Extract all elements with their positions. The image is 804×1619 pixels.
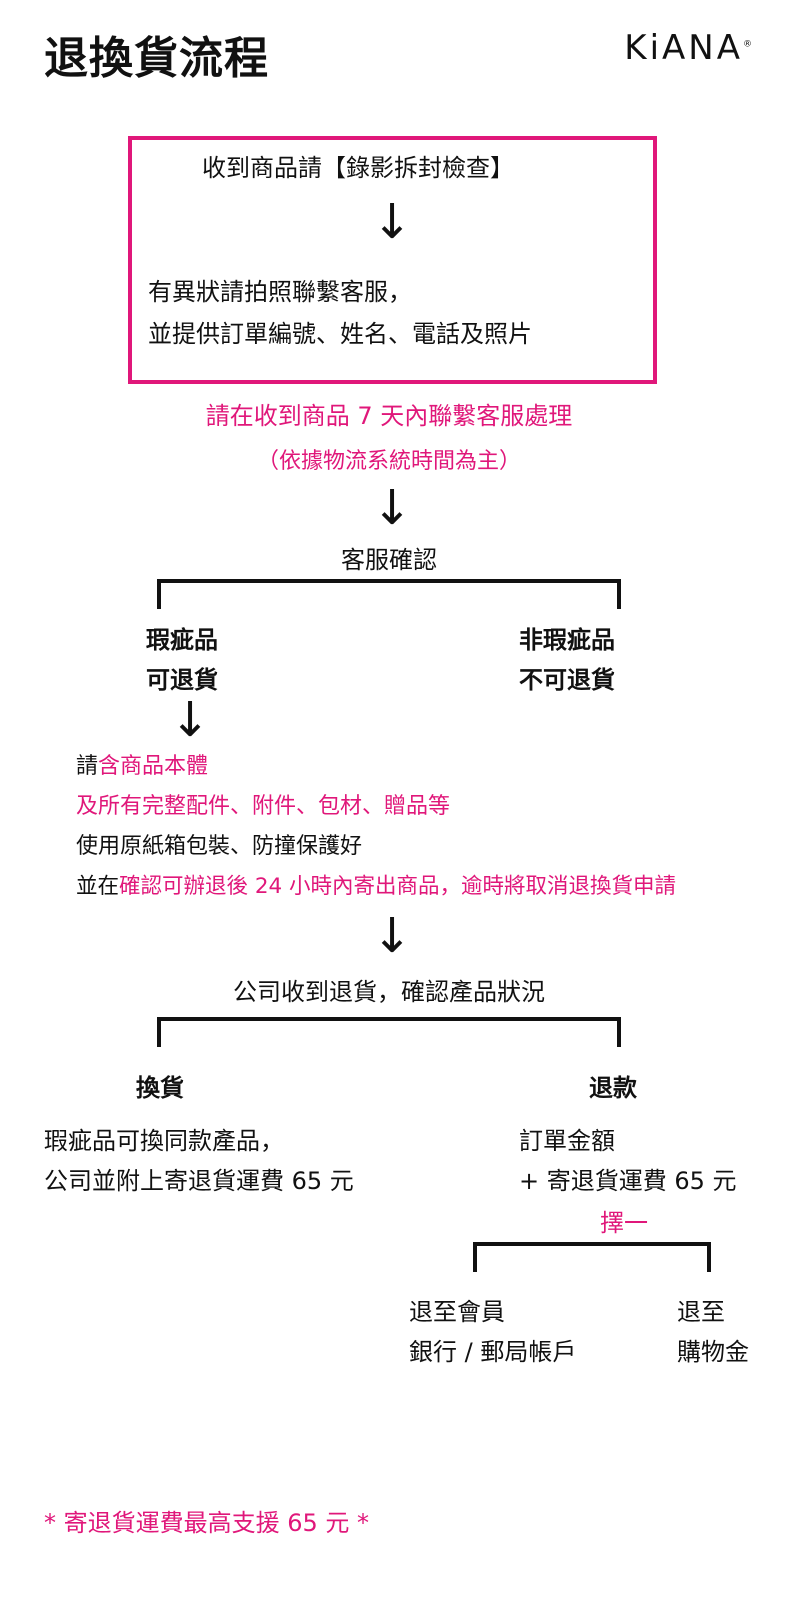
page-title: 退換貨流程 xyxy=(44,33,269,84)
refund-bracket-left xyxy=(473,1242,477,1272)
refund-detail-line2: + 寄退貨運費 65 元 xyxy=(519,1167,737,1195)
contact-deadline: 請在收到商品 7 天內聯繫客服處理 xyxy=(205,402,573,430)
return-instructions: 請含商品本體 及所有完整配件、附件、包材、贈品等 使用原紙箱包裝、防撞保護好 並… xyxy=(76,747,676,907)
defective-label: 瑕疵品 xyxy=(146,626,218,654)
branch-bracket-right xyxy=(617,1017,621,1047)
issue-instruction-line2: 並提供訂單編號、姓名、電話及照片 xyxy=(148,320,532,348)
down-arrow-icon: ↓ xyxy=(372,194,413,250)
issue-instruction-line1: 有異狀請拍照聯繫客服， xyxy=(148,278,412,306)
brand-logo: KiANA® xyxy=(624,28,752,68)
returnable-label: 可退貨 xyxy=(146,666,218,694)
company-check: 公司收到退貨，確認產品狀況 xyxy=(233,978,545,1006)
refund-bracket-right xyxy=(707,1242,711,1272)
logistics-note: （依據物流系統時間為主） xyxy=(256,449,521,474)
instruction-line2: 及所有完整配件、附件、包材、贈品等 xyxy=(76,794,451,819)
credit-refund-line1: 退至 xyxy=(677,1298,725,1326)
refund-label: 退款 xyxy=(589,1074,637,1102)
choose-one: 擇一 xyxy=(600,1209,648,1237)
branch-bracket-right xyxy=(617,579,621,609)
instruction-line1: 請含商品本體 xyxy=(76,754,209,779)
brand-logo-text: KiANA xyxy=(624,28,743,68)
bank-refund-line2: 銀行 / 郵局帳戶 xyxy=(409,1338,577,1366)
down-arrow-icon: ↓ xyxy=(372,480,413,536)
non-returnable-label: 不可退貨 xyxy=(519,666,615,694)
instruction-line3: 使用原紙箱包裝、防撞保護好 xyxy=(76,834,363,859)
branch-bracket-top xyxy=(157,579,621,583)
inspection-instruction: 收到商品請【錄影拆封檢查】 xyxy=(202,154,514,182)
shipping-footnote: * 寄退貨運費最高支援 65 元 * xyxy=(44,1509,370,1537)
registered-mark: ® xyxy=(743,39,752,50)
exchange-detail-line2: 公司並附上寄退貨運費 65 元 xyxy=(44,1167,354,1195)
exchange-detail-line1: 瑕疵品可換同款產品， xyxy=(44,1127,284,1155)
branch-bracket-top xyxy=(157,1017,621,1021)
refund-detail-line1: 訂單金額 xyxy=(519,1127,615,1155)
instruction-line4: 並在確認可辦退後 24 小時內寄出商品，逾時將取消退換貨申請 xyxy=(76,874,677,899)
credit-refund-line2: 購物金 xyxy=(677,1338,749,1366)
service-confirm: 客服確認 xyxy=(341,546,437,574)
bank-refund-line1: 退至會員 xyxy=(409,1298,505,1326)
branch-bracket-left xyxy=(157,579,161,609)
down-arrow-icon: ↓ xyxy=(170,692,211,748)
down-arrow-icon: ↓ xyxy=(372,908,413,964)
inspection-box xyxy=(128,136,657,384)
non-defective-label: 非瑕疵品 xyxy=(519,626,615,654)
exchange-label: 換貨 xyxy=(136,1074,184,1102)
branch-bracket-left xyxy=(157,1017,161,1047)
refund-bracket-top xyxy=(473,1242,711,1246)
